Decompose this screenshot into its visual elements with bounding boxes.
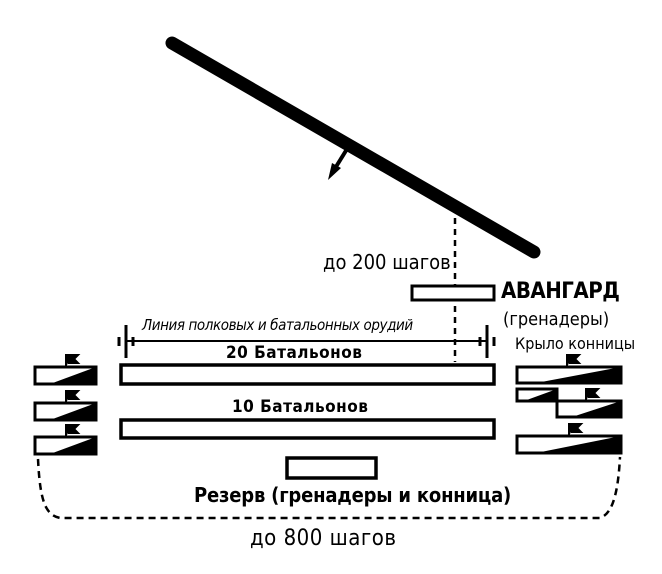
cavalry-squadron xyxy=(515,387,559,403)
enemy-line xyxy=(165,36,541,259)
advance-arrow-head xyxy=(328,163,341,180)
gun-line-label: Линия полковых и батальонных орудий xyxy=(142,316,413,334)
infantry-line-first xyxy=(119,363,496,386)
cavalry-left-wing xyxy=(33,354,98,456)
cavalry-squadron xyxy=(555,388,623,419)
gun-icon-left xyxy=(117,325,135,358)
reserve-label: Резерв (гренадеры и конница) xyxy=(194,483,512,507)
distance-200-label: до 200 шагов xyxy=(323,250,451,274)
cavalry-squadron xyxy=(33,354,98,386)
infantry-line-second xyxy=(119,418,496,440)
cavalry-squadron xyxy=(33,424,98,456)
distance-800-label: до 800 шагов xyxy=(250,526,397,551)
cavalry-squadron xyxy=(515,354,623,385)
cavalry-wing-label: Крыло конницы xyxy=(515,334,636,353)
vanguard-block xyxy=(410,284,496,302)
second-line-label: 10 Батальонов xyxy=(232,397,369,417)
first-line-label: 20 Батальонов xyxy=(226,343,363,363)
reserve-block xyxy=(285,456,378,480)
distance-800-dashed-bracket xyxy=(36,456,622,520)
vanguard-label: АВАНГАРД xyxy=(501,279,620,304)
cavalry-squadron xyxy=(33,390,98,422)
cavalry-squadron xyxy=(515,423,623,455)
cavalry-right-wing xyxy=(515,354,623,455)
gun-icon-right xyxy=(478,325,496,358)
vanguard-sub-label: (гренадеры) xyxy=(503,309,610,330)
